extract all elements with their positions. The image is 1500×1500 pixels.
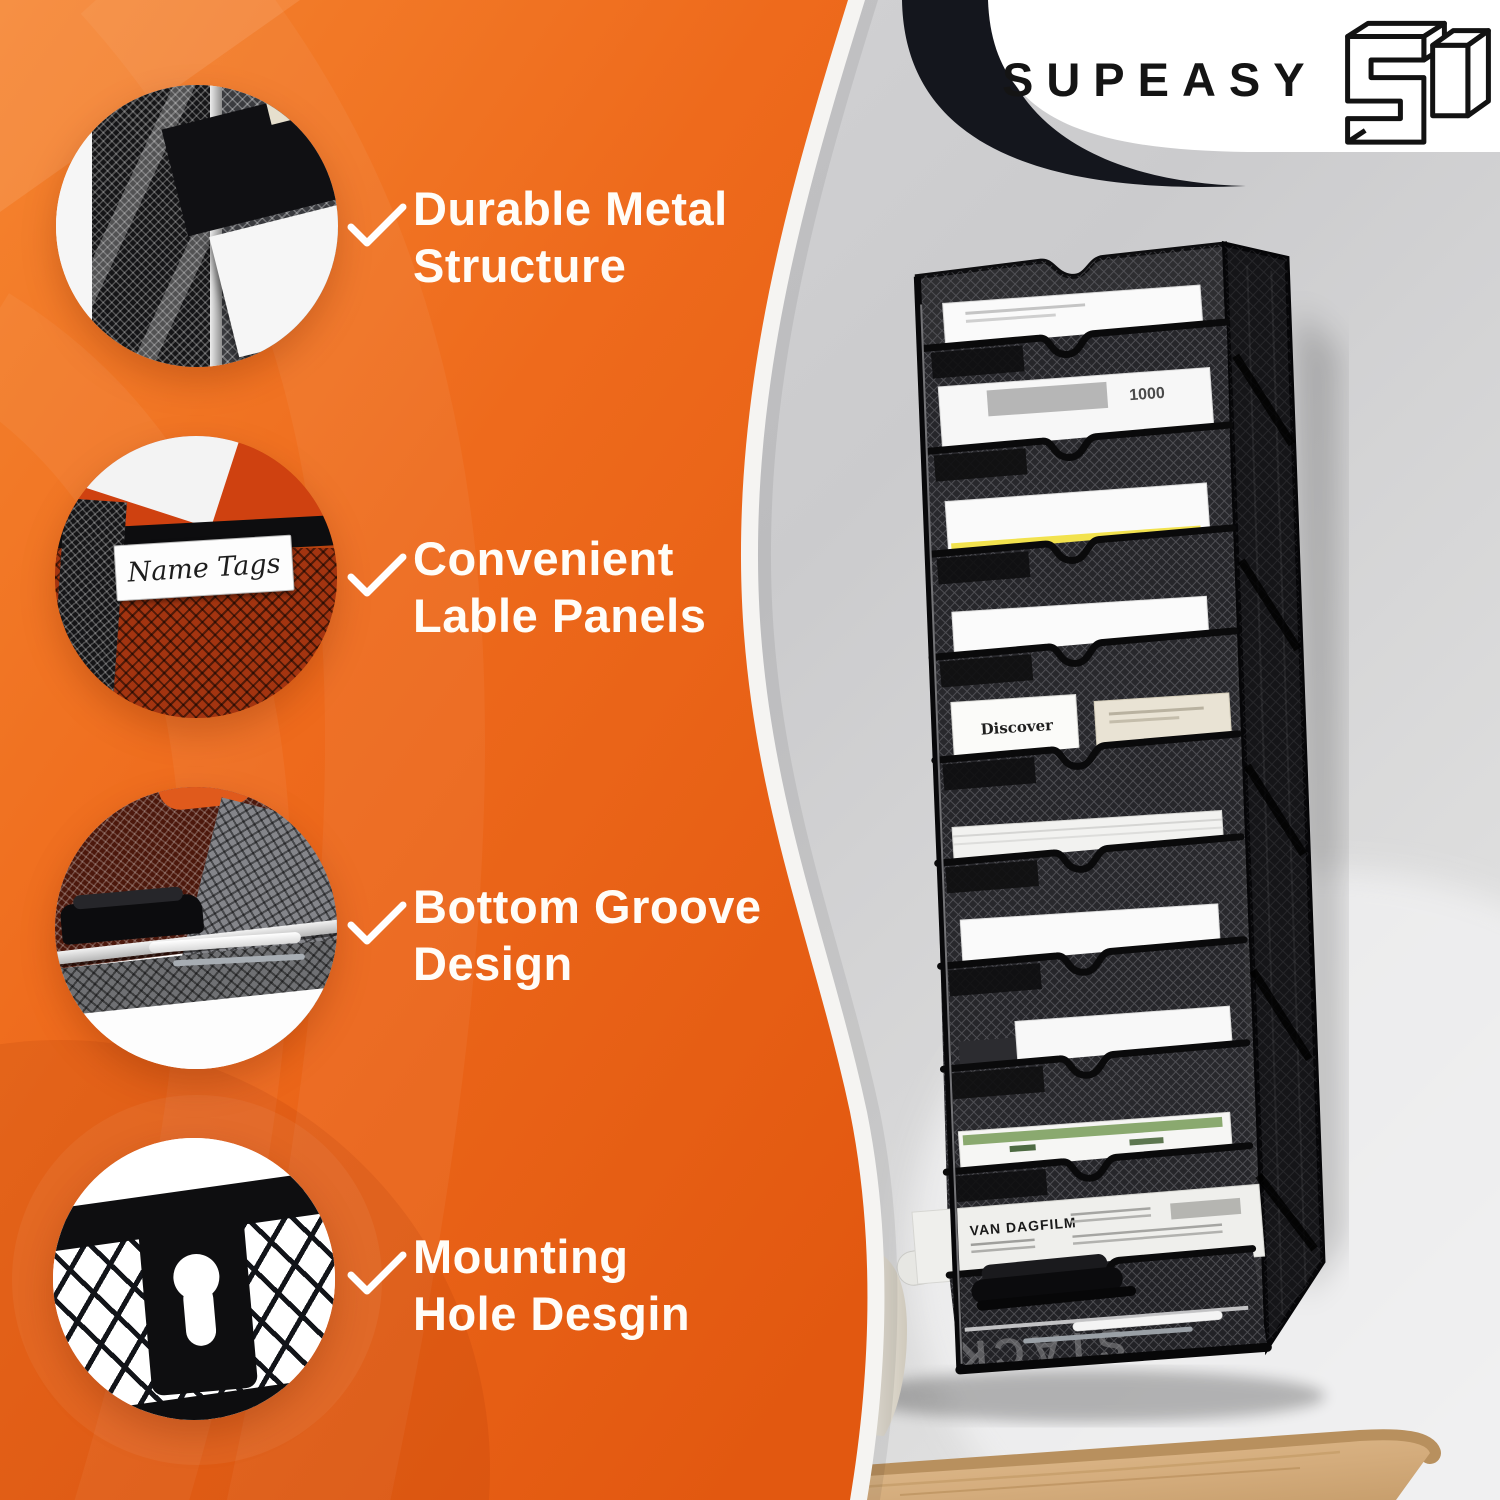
closeup-3-content [55, 787, 337, 1069]
check-icon [347, 553, 407, 597]
mesh-structure-closeup-photo [56, 85, 338, 367]
feature-line: Mounting [413, 1230, 629, 1283]
stapler [971, 1254, 1137, 1311]
feature-line: Convenient [413, 532, 674, 585]
feature-title-mounting-hole: Mounting Hole Desgin [413, 1228, 843, 1342]
wall-file-organizer: 1000 D [896, 240, 1326, 1381]
organizer-left-edge [913, 276, 964, 1370]
mounting-tab [137, 1217, 259, 1397]
feature-title-label-panels: Convenient Lable Panels [413, 530, 843, 644]
feature-line: Bottom Groove [413, 880, 762, 933]
pen [1072, 1310, 1223, 1332]
organizer-side-panel [1221, 240, 1326, 1356]
magazine-spine-text: 1000 [1129, 385, 1166, 405]
bottom-groove-closeup-photo [55, 787, 337, 1069]
pen [1023, 1326, 1193, 1344]
closeup-2-content: Name Tags [55, 436, 337, 718]
check-icon [347, 203, 407, 247]
mounting-hole-closeup-photo [53, 1138, 335, 1420]
check-icon [347, 1251, 407, 1295]
feature-line: Lable Panels [413, 589, 707, 642]
feature-title-durable-metal: Durable Metal Structure [413, 180, 843, 294]
feature-line: Durable Metal [413, 182, 728, 235]
table [774, 1429, 1441, 1500]
brand-logo-text: SUPEASY [1002, 53, 1318, 106]
logo-panel-black-band [902, 0, 1246, 187]
feature-title-bottom-groove: Bottom Groove Design [413, 878, 843, 992]
white-gap [56, 85, 92, 367]
keyhole-slot [182, 1282, 218, 1348]
label-plate: Name Tags [113, 534, 295, 602]
feature-line: Design [413, 937, 573, 990]
bottom-groove-rail [964, 1305, 1249, 1332]
feature-line: Hole Desgin [413, 1287, 691, 1340]
s3-cube-logo-icon [1345, 20, 1491, 145]
organizer-bottom-lip [955, 1342, 1272, 1375]
closeup-1-content [56, 85, 338, 367]
panel-orange-shape [0, 0, 868, 1500]
organizer-bottom-shadow [855, 1370, 1325, 1422]
label-panel-closeup-photo: Name Tags [55, 436, 337, 718]
feature-line: Structure [413, 239, 627, 292]
closeup-4-content [53, 1138, 335, 1420]
check-icon [347, 901, 407, 945]
booklet-title-text: Discover [980, 716, 1055, 739]
label-plate-text: Name Tags [126, 547, 282, 589]
